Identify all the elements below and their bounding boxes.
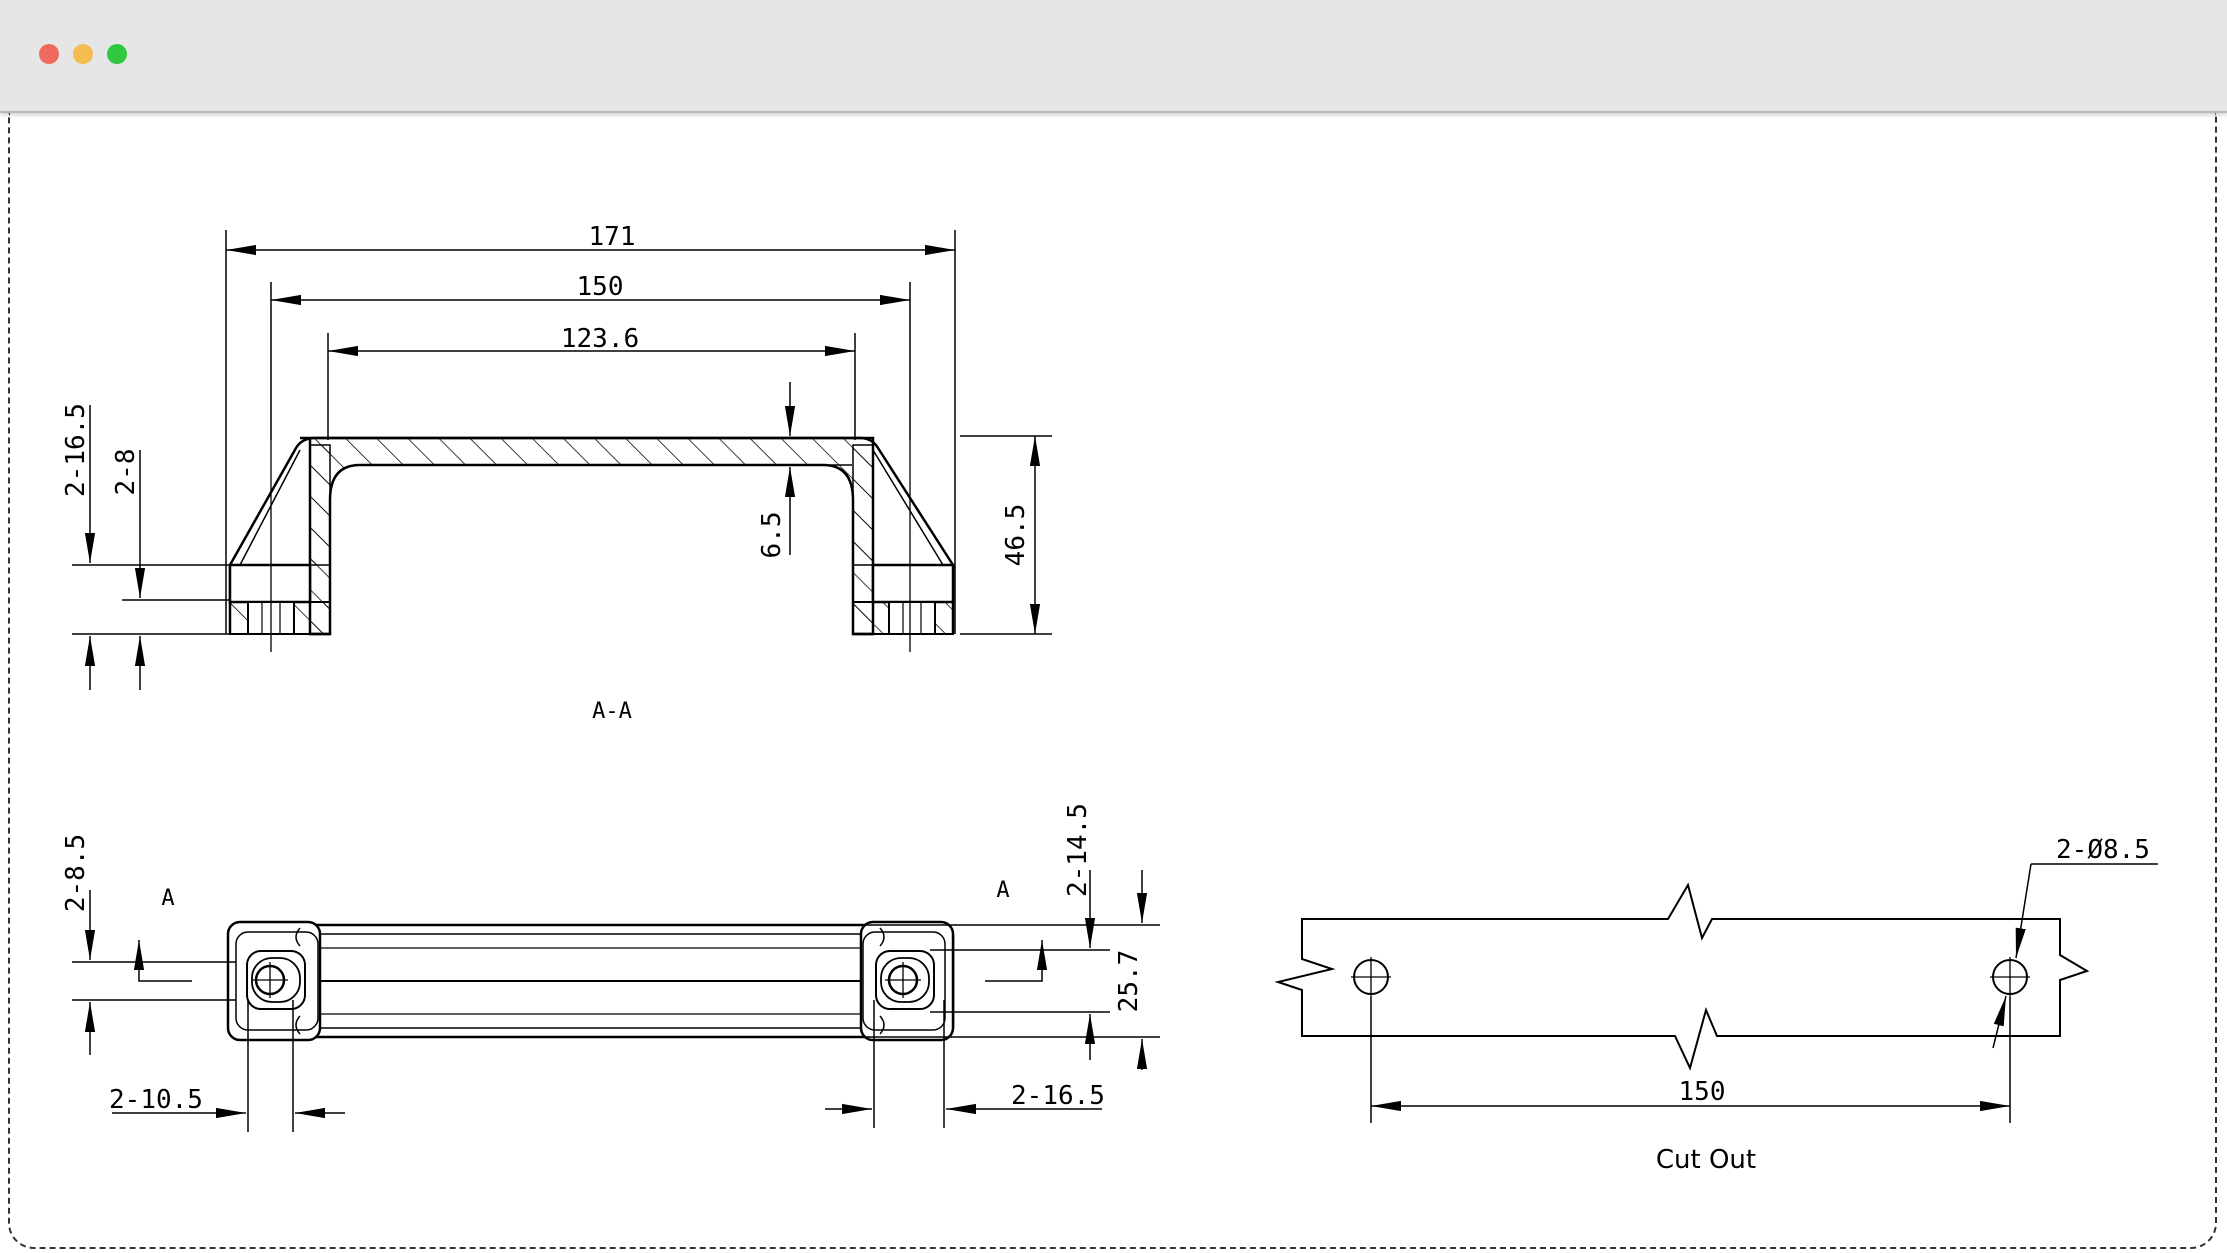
- dim-height: 46.5: [1001, 504, 1031, 567]
- dim-wall: 6.5: [757, 512, 787, 559]
- dim-right-foot: 2-16.5: [1011, 1081, 1105, 1111]
- section-view: [72, 230, 1052, 690]
- section-label: A-A: [592, 699, 632, 724]
- dim-right-boss: 2-14.5: [1063, 803, 1093, 897]
- dim-inner-length: 123.6: [561, 324, 639, 354]
- dim-overall-length: 171: [589, 222, 636, 252]
- top-view-dimension-text: A A 2-8.5 2-14.5 25.7 2-10.5 2-16.5: [61, 803, 1144, 1115]
- close-window-icon[interactable]: [39, 44, 59, 64]
- drawing-canvas-frame: [8, 113, 2217, 1249]
- cutout-dim-hole-diameter: 2-Ø8.5: [2056, 835, 2150, 865]
- maximize-window-icon[interactable]: [107, 44, 127, 64]
- cutout-label: Cut Out: [1656, 1145, 1756, 1175]
- minimize-window-icon[interactable]: [73, 44, 93, 64]
- section-mark-left: A: [161, 886, 174, 911]
- window-titlebar: [0, 0, 2227, 113]
- dim-counterbore-depth: 2-16.5: [61, 403, 91, 497]
- top-view: [72, 870, 1160, 1132]
- dim-left-boss: 2-8.5: [61, 834, 91, 912]
- cutout-view-text: 150 2-Ø8.5 Cut Out: [1656, 835, 2150, 1175]
- handle-section-body: [300, 436, 875, 636]
- section-mark-right: A: [996, 878, 1009, 903]
- dim-width: 25.7: [1114, 950, 1144, 1013]
- section-view-dimension-text: 171 150 123.6 46.5 6.5 2-16.5 2-8 A-A: [61, 222, 1031, 724]
- dim-left-foot: 2-10.5: [109, 1085, 203, 1115]
- cutout-panel-outline: [1274, 882, 2090, 1071]
- dim-hole-spacing: 150: [577, 272, 624, 302]
- cutout-dim-hole-spacing: 150: [1679, 1077, 1726, 1107]
- dim-thread-depth: 2-8: [111, 449, 141, 496]
- cutout-view: [1274, 863, 2158, 1123]
